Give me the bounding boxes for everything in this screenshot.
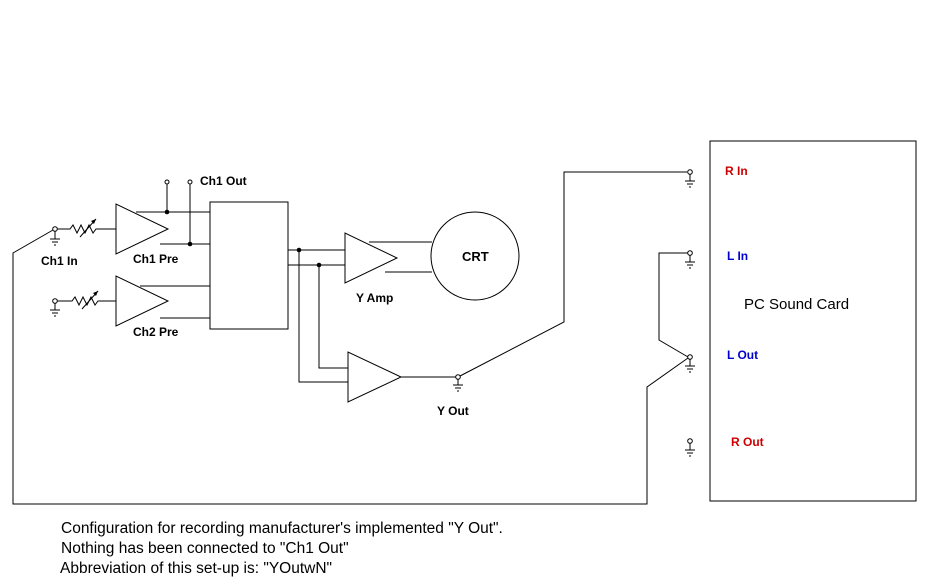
ch1-in-ground-icon xyxy=(50,231,60,246)
ch1-out-terminal-b xyxy=(187,179,193,185)
diagram-caption: Configuration for recording manufacturer… xyxy=(60,519,503,579)
l-in-jack xyxy=(687,250,693,256)
caption-line-2: Nothing has been connected to "Ch1 Out" xyxy=(61,540,349,557)
r-out-jack xyxy=(687,438,693,444)
ch1-in-label: Ch1 In xyxy=(41,254,78,268)
ch2-variable-resistor xyxy=(55,295,116,307)
ch1-pre-label: Ch1 Pre xyxy=(133,252,179,266)
y-out-amp-triangle xyxy=(347,351,403,403)
crt-label: CRT xyxy=(462,249,489,264)
ch1-variable-resistor xyxy=(55,223,116,235)
ch1-in-jack xyxy=(52,226,58,232)
y-out-to-r-in-cable xyxy=(459,171,687,377)
ch2-in-ground-icon xyxy=(50,303,60,317)
junction-dot xyxy=(187,241,193,247)
ch2-resistor-arrowhead xyxy=(93,291,98,296)
ch1-out-terminal-a xyxy=(164,179,170,185)
junction-dot xyxy=(164,209,170,215)
r-in-jack xyxy=(687,169,693,175)
sound-card-label: PC Sound Card xyxy=(744,296,849,313)
y-out-feed-wire-b xyxy=(318,265,348,369)
l-out-ground-icon xyxy=(685,359,695,373)
sound-card-box xyxy=(709,140,917,502)
l-in-loop-wire xyxy=(658,252,689,358)
ch2-in-jack xyxy=(52,298,58,304)
channel-mixer-block xyxy=(209,201,289,330)
ch1-resistor-arrowhead xyxy=(91,219,96,224)
r-out-ground-icon xyxy=(685,443,695,457)
y-amp-label: Y Amp xyxy=(356,291,393,305)
r-in-label: R In xyxy=(725,164,748,178)
ch2-pre-label: Ch2 Pre xyxy=(133,325,179,339)
y-amp-triangle xyxy=(344,232,399,284)
l-in-label: L In xyxy=(727,249,748,263)
y-out-ground-icon xyxy=(453,379,463,392)
caption-line-3: Abbreviation of this set-up is: "YOutwN" xyxy=(60,560,333,577)
y-out-feed-wire-a xyxy=(298,250,348,383)
ch1-out-label: Ch1 Out xyxy=(200,174,247,188)
l-out-jack xyxy=(687,354,693,360)
y-out-label: Y Out xyxy=(437,404,469,418)
y-out-jack xyxy=(455,374,461,380)
r-in-ground-icon xyxy=(685,174,695,188)
l-in-ground-icon xyxy=(685,255,695,269)
l-out-label: L Out xyxy=(727,348,758,362)
r-out-label: R Out xyxy=(731,435,764,449)
crt-circle xyxy=(430,211,520,301)
l-out-to-ch1-in-cable xyxy=(12,229,689,505)
caption-line-1: Configuration for recording manufacturer… xyxy=(61,520,503,537)
